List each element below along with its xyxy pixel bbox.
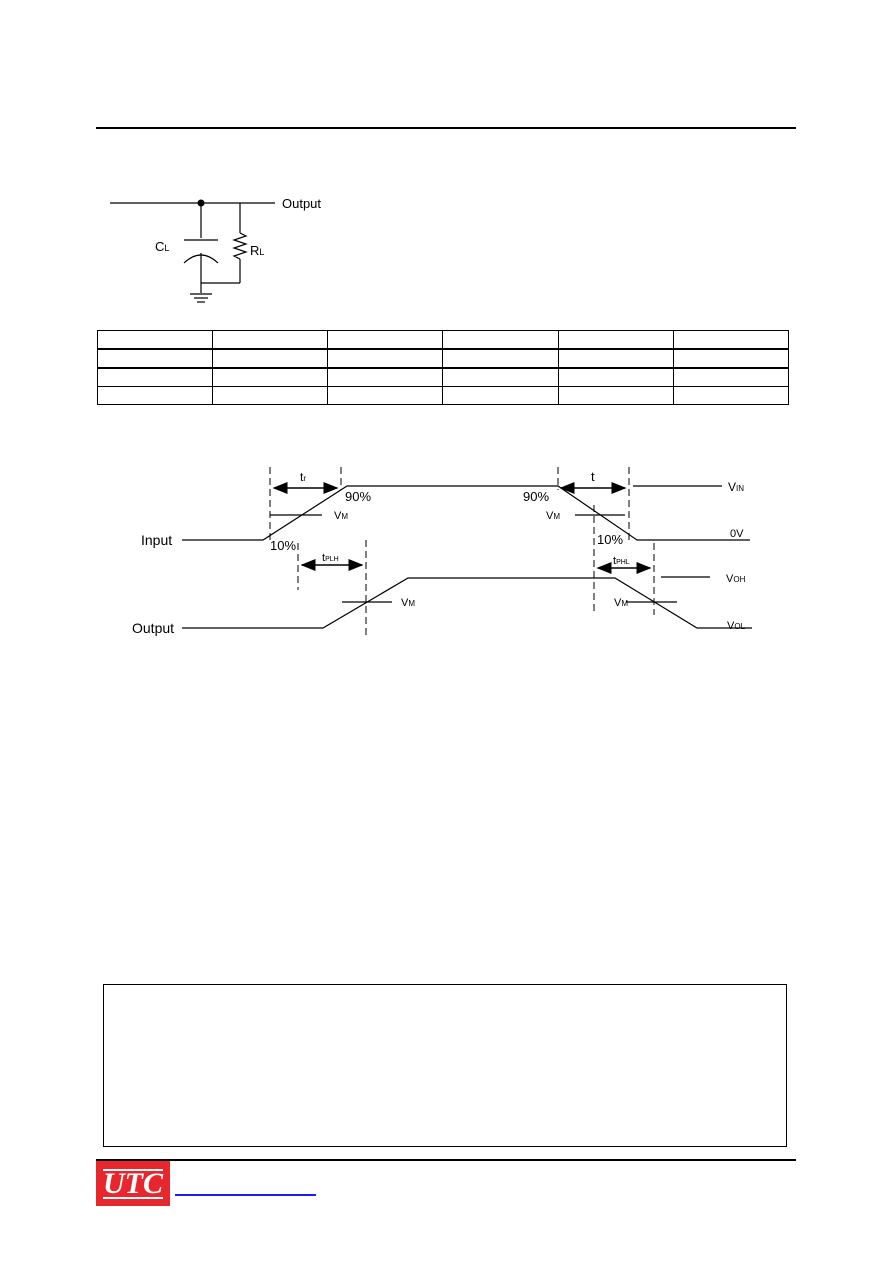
pct90-right: 90% [523,489,549,504]
tplh-label: t [322,552,325,564]
pct10-left: 10% [270,538,296,553]
svg-text:VOL: VOL [727,620,746,632]
svg-text:tPHL: tPHL [613,555,630,567]
table-row [96,386,790,405]
table-row [96,330,790,350]
table-row [96,367,790,387]
cap-sub: L [164,243,169,253]
table-row [96,348,790,369]
footer-rule [96,1159,796,1161]
output-waveform [182,577,752,629]
tphl-label: t [613,555,616,567]
res-label: R [250,243,259,258]
vin-label: V [728,480,736,494]
tr-sub: r [303,474,306,483]
cap-label: C [155,239,164,254]
svg-text:VM: VM [334,510,348,522]
svg-text:VOH: VOH [726,573,746,585]
circuit-output-label: Output [282,196,321,211]
note-box [103,984,787,1147]
vol-label: V [727,620,735,632]
svg-text:VIN: VIN [728,480,744,494]
svg-text:tPLH: tPLH [322,552,339,564]
output-label: Output [132,620,174,636]
tr-label: t [300,470,304,484]
zero-v-label: 0V [730,528,744,540]
svg-text:VM: VM [614,597,628,609]
svg-text:VM: VM [546,510,560,522]
utc-logo: UTC [96,1161,170,1206]
input-label: Input [141,532,172,548]
svg-text:RL: RL [250,243,264,258]
empty-table [96,330,790,405]
pct90-left: 90% [345,489,371,504]
tf-label: t [591,469,595,484]
vm-label-3: V [401,597,409,609]
input-waveform [182,485,750,541]
svg-text:tr: tr [300,470,306,484]
test-circuit-diagram: Output CL RL [110,196,321,303]
svg-text:VM: VM [401,597,415,609]
vm-label-1: V [334,510,342,522]
timing-diagram: Input Output tr t 90% 90% 10% 10% VM VM … [132,467,752,638]
vm-label-2: V [546,510,554,522]
vm-label-4: V [614,597,622,609]
voh-label: V [726,573,734,585]
logo-text: UTC [103,1166,163,1200]
pct10-right: 10% [597,532,623,547]
header-rule [96,127,796,129]
junction-dot [197,199,205,207]
website-link[interactable] [175,1194,316,1196]
svg-text:CL: CL [155,239,169,254]
res-sub: L [259,247,264,257]
